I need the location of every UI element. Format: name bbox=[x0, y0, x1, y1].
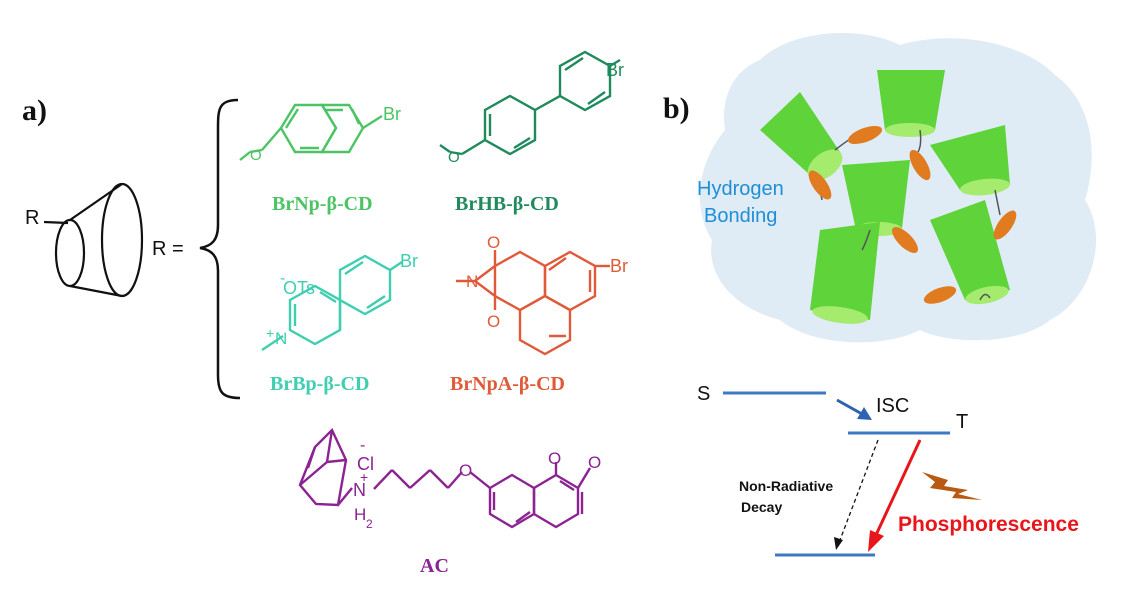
compound-name-brnpa: BrNpA-β-CD bbox=[450, 373, 565, 395]
t-label: T bbox=[956, 411, 968, 433]
brbp-n-charge: + bbox=[266, 325, 274, 341]
brhb-o-atom: O bbox=[448, 149, 460, 166]
cd-cone-2 bbox=[877, 70, 945, 137]
compound-name-ac: AC bbox=[420, 555, 449, 577]
cd-cone-6 bbox=[810, 222, 880, 324]
lightning-bolt-icon bbox=[922, 472, 982, 500]
brnpa-o-bottom: O bbox=[487, 312, 500, 331]
brbp-br-atom: Br bbox=[400, 251, 418, 271]
brhb-structure bbox=[439, 50, 621, 156]
brnp-br-atom: Br bbox=[383, 104, 401, 124]
compound-name-brnp: BrNp-β-CD bbox=[272, 193, 373, 215]
curly-brace bbox=[199, 98, 241, 400]
non-radiative-arrow-icon bbox=[834, 439, 879, 550]
ac-cl-atom: Cl bbox=[357, 454, 374, 474]
brbp-ots-charge: - bbox=[280, 270, 285, 287]
ac-o-ether: O bbox=[459, 461, 472, 480]
ac-o-ring: O bbox=[548, 449, 561, 468]
brnpa-n-atom: N bbox=[466, 272, 478, 291]
s-label: S bbox=[697, 383, 710, 405]
hydrogen-bonding-line1: Hydrogen bbox=[697, 178, 784, 200]
r-label: R bbox=[25, 207, 39, 229]
panel-b-label: b) bbox=[663, 92, 690, 125]
r-equals-label: R = bbox=[152, 238, 184, 260]
panel-a-label: a) bbox=[22, 94, 47, 127]
ac-o-carbonyl: O bbox=[588, 453, 601, 472]
ac-h2-subscript: 2 bbox=[366, 517, 373, 531]
cd-cone-4 bbox=[930, 125, 1010, 196]
guest-molecules bbox=[808, 125, 1017, 304]
isc-arrow-icon bbox=[836, 398, 872, 420]
brbp-ots-label: OTs bbox=[283, 278, 315, 298]
compound-name-brbp: BrBp-β-CD bbox=[270, 373, 369, 395]
brnpa-o-top: O bbox=[487, 233, 500, 252]
hydrogen-bonding-line2: Bonding bbox=[704, 205, 777, 227]
brnpa-br-atom: Br bbox=[610, 256, 628, 276]
non-radiative-line1: Non-Radiative bbox=[739, 478, 833, 494]
brbp-n-atom: N bbox=[275, 329, 287, 348]
ac-h-atom: H bbox=[354, 505, 366, 524]
cyclodextrin-cone-icon bbox=[43, 182, 144, 298]
brbp-structure bbox=[261, 254, 403, 351]
ac-cl-charge: - bbox=[360, 437, 365, 454]
brnp-o-atom: O bbox=[250, 147, 262, 164]
isc-label: ISC bbox=[876, 395, 909, 417]
brnp-structure bbox=[239, 103, 383, 161]
brnpa-structure bbox=[456, 250, 610, 356]
ac-n-atom: N bbox=[353, 480, 366, 500]
phosphorescence-label: Phosphorescence bbox=[898, 513, 1079, 536]
compound-name-brhb: BrHB-β-CD bbox=[455, 193, 559, 215]
brhb-br-atom: Br bbox=[606, 60, 624, 80]
non-radiative-line2: Decay bbox=[741, 499, 782, 515]
ac-nh-charge: + bbox=[360, 469, 368, 485]
phosphorescence-arrow-icon bbox=[868, 439, 922, 552]
ac-structure bbox=[298, 427, 592, 529]
